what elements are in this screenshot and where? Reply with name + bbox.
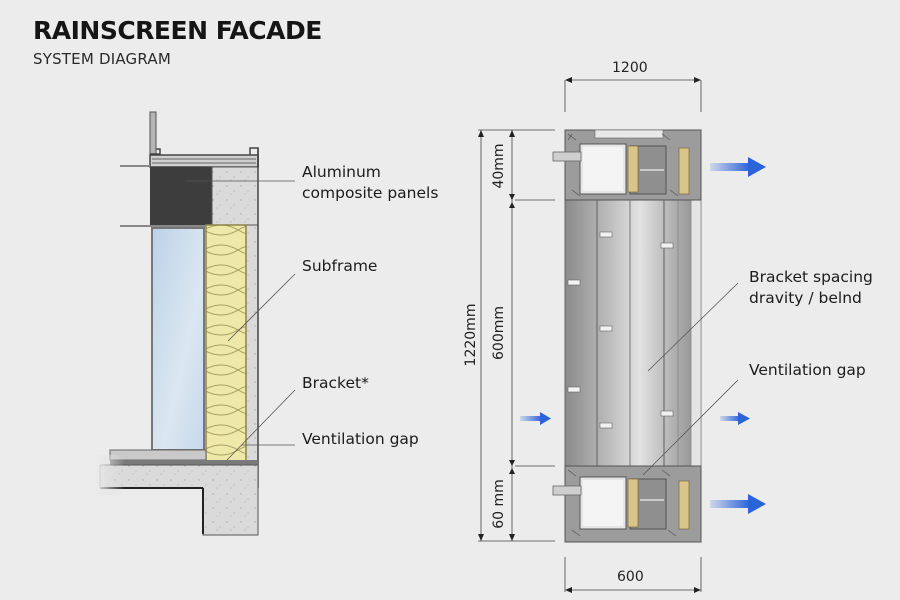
- dimension-bottom-width: 600: [617, 569, 644, 585]
- dimension-bottom-segment: 60 mm: [491, 479, 507, 529]
- dimension-overall-height: 1220mm: [463, 303, 479, 367]
- label-aluminum-composite-panels: Aluminum composite panels: [302, 162, 438, 204]
- label-line: Bracket spacing: [749, 268, 873, 286]
- dimension-middle-segment: 600mm: [491, 306, 507, 360]
- airflow-arrow-bottom-right: [710, 494, 766, 514]
- wall-section-detail: [95, 111, 296, 536]
- top-profile: [552, 129, 702, 201]
- bottom-profile: [552, 465, 702, 543]
- dimension-top-segment: 40mm: [491, 143, 507, 189]
- leader-line: [647, 282, 739, 372]
- label-ventilation-gap-elevation: Ventilation gap: [749, 361, 866, 379]
- airflow-arrow-middle-left: [520, 412, 551, 425]
- label-subframe: Subframe: [302, 257, 378, 275]
- label-line: dravity / belnd: [749, 289, 862, 307]
- label-line: Aluminum: [302, 163, 381, 181]
- label-ventilation-gap: Ventilation gap: [302, 430, 419, 448]
- dimension-top-width: 1200: [612, 60, 648, 76]
- label-bracket-spacing: Bracket spacing dravity / belnd: [749, 267, 873, 309]
- leader-line: [226, 389, 296, 461]
- airflow-arrow-middle-right: [720, 412, 750, 425]
- label-bracket: Bracket*: [302, 374, 369, 392]
- airflow-arrow-top-right: [710, 157, 766, 177]
- label-line: composite panels: [302, 184, 439, 202]
- diagram-subtitle: SYSTEM DIAGRAM: [33, 50, 171, 68]
- elevation-detail: [478, 77, 766, 593]
- diagram-title: RAINSCREEN FACADE: [33, 16, 322, 45]
- leader-line: [227, 273, 296, 342]
- leader-line: [642, 379, 739, 476]
